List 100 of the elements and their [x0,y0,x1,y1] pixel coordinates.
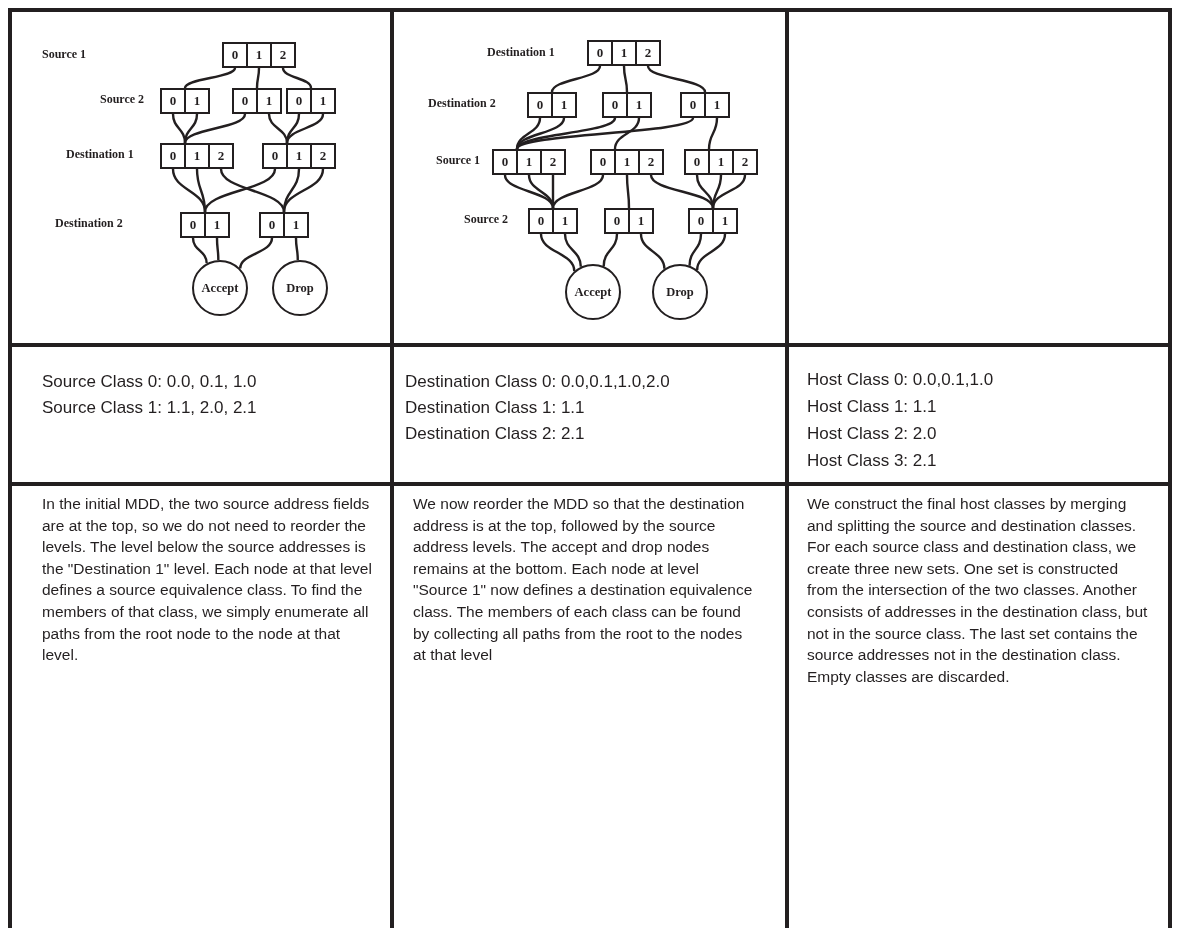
mdd-edge [239,237,274,269]
mdd-edge [203,168,277,213]
level-label: Source 1 [436,153,481,168]
mdd-edge [503,174,555,209]
branch-value: 0 [690,210,712,232]
mdd-edge [183,67,237,89]
branch-value: 1 [256,90,280,112]
class-definition: Source Class 1: 1.1, 2.0, 2.1 [42,398,257,418]
branch-value: 1 [310,90,334,112]
branch-value: 1 [283,214,307,236]
level-label: Source 2 [100,92,145,107]
mdd-node [232,88,282,114]
branch-value: 2 [732,151,756,173]
mdd-edge [550,65,602,93]
mdd-edge [551,175,555,208]
mdd-edge [602,233,619,267]
mdd-node [160,143,234,169]
branch-value: 1 [516,151,540,173]
terminal-node: Drop [272,260,328,316]
branch-value: 1 [704,94,728,116]
branch-value: 0 [529,94,551,116]
branch-value: 1 [286,145,310,167]
terminal-node: Accept [565,264,621,320]
mdd-node [688,208,738,234]
mdd-edge [215,238,220,261]
mdd-edge [707,117,719,150]
branch-value: 1 [184,145,208,167]
class-definition: Host Class 1: 1.1 [807,397,937,417]
mdd-node [286,88,336,114]
explanation-text: In the initial MDD, the two source address fields are at the top, so we do not need to reorder the levels. The level below the source addresses is the "Destination 1" level. Each node at that level defines a source equivalence class. To find the members of that class, we simply enumerate all paths from the root node to the node at that level. [42,494,372,666]
level-label: Destination 1 [487,45,555,60]
mdd-edge [285,113,325,144]
mdd-edge [622,65,629,93]
branch-value: 1 [626,94,650,116]
class-definition: Host Class 2: 2.0 [807,424,937,444]
mdd-edge [625,175,631,208]
terminal-node: Drop [652,264,708,320]
mdd-edge [294,238,299,261]
mdd-edge [183,113,247,144]
branch-value: 1 [184,90,208,112]
mdd-edge [688,233,703,266]
mdd-edge [281,67,313,89]
class-definition: Destination Class 0: 0.0,0.1,1.0,2.0 [405,372,670,392]
branch-value: 1 [628,210,652,232]
explanation-text: We now reorder the MDD so that the destination address is at the top, followed by the source address levels. The accept and drop nodes remains at the bottom. Each node at level "Source 1" now defines a destination equivalence class. The members of each class can be found by collecting all paths from the root to the nodes at that level [413,494,753,666]
level-label: Destination 2 [428,96,496,111]
branch-value: 1 [551,94,575,116]
level-label: Destination 1 [66,147,134,162]
branch-value: 0 [234,90,256,112]
branch-value: 1 [614,151,638,173]
terminal-node: Accept [192,260,248,316]
mdd-node [590,149,664,175]
branch-value: 1 [204,214,228,236]
level-label: Source 1 [42,47,87,62]
branch-value: 2 [635,42,659,64]
mdd-edge [695,233,727,271]
branch-value: 0 [682,94,704,116]
mdd-node [527,92,577,118]
mdd-edge [515,117,566,150]
level-label: Destination 2 [55,216,123,231]
branch-value: 2 [638,151,662,173]
mdd-edge [649,174,715,209]
mdd-node [492,149,566,175]
branch-value: 0 [288,90,310,112]
branch-value: 0 [162,145,184,167]
branch-value: 2 [540,151,564,173]
branch-value: 2 [270,44,294,66]
mdd-edge [563,233,583,267]
branch-value: 1 [708,151,732,173]
mdd-edge [191,237,208,264]
mdd-edge [267,113,289,144]
mdd-edge [613,117,641,150]
branch-value: 0 [592,151,614,173]
branch-value: 0 [606,210,628,232]
branch-value: 0 [162,90,184,112]
branch-value: 0 [224,44,246,66]
mdd-node [602,92,652,118]
mdd-node [259,212,309,238]
branch-value: 0 [182,214,204,236]
class-definition: Source Class 0: 0.0, 0.1, 1.0 [42,372,257,392]
mdd-edge [639,233,666,269]
mdd-node [604,208,654,234]
branch-value: 0 [530,210,552,232]
class-definition: Host Class 3: 2.1 [807,451,937,471]
branch-value: 0 [686,151,708,173]
mdd-node [222,42,296,68]
class-definition: Destination Class 1: 1.1 [405,398,585,418]
explanation-text: We construct the final host classes by merging and splitting the source and destination classes. For each source class and destination class, we create three new sets. One set is constructed from the intersection of the two classes. Another consists of addresses in the destination class, but not in the source class. The last set contains the source addresses not in the destination class. Empty classes are discarded. [807,494,1149,687]
mdd-node [587,40,661,66]
mdd-edge [695,174,715,209]
level-label: Source 2 [464,212,509,227]
mdd-edge [539,233,576,272]
class-definition: Destination Class 2: 2.1 [405,424,585,444]
mdd-node [160,88,210,114]
class-definition: Host Class 0: 0.0,0.1,1.0 [807,370,994,390]
mdd-edge [711,174,747,209]
mdd-node [680,92,730,118]
branch-value: 0 [264,145,286,167]
mdd-edge [282,168,325,213]
branch-value: 0 [589,42,611,64]
